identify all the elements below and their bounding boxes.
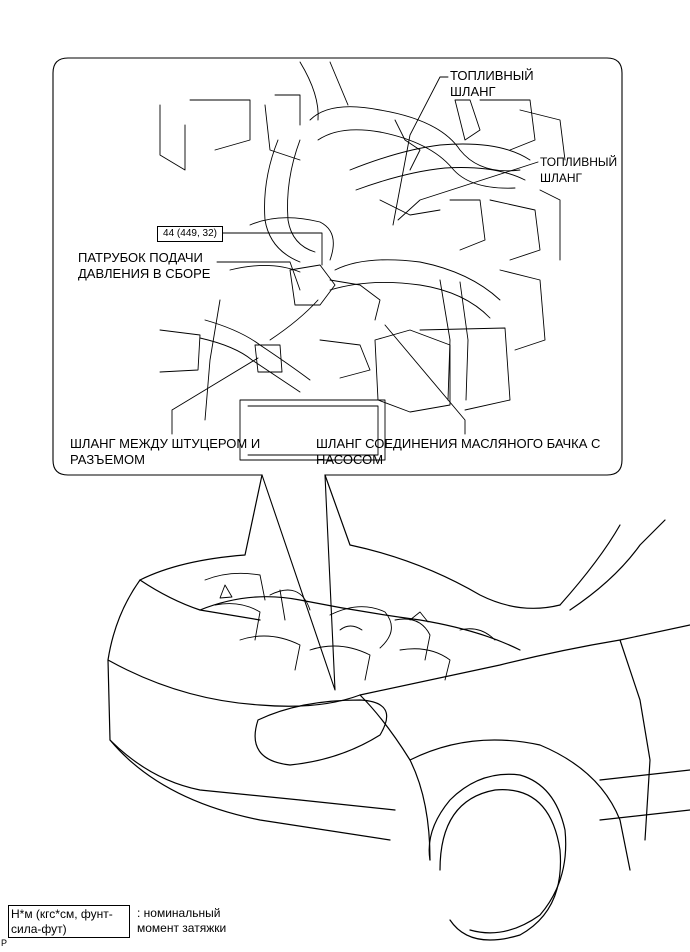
car-body — [107, 474, 690, 941]
detail-engine-parts — [159, 61, 566, 461]
label-pressure-pipe: ПАТРУБОК ПОДАЧИ ДАВЛЕНИЯ В СБОРЕ — [78, 250, 211, 281]
legend-unit-box: Н*м (кгс*см, фунт- сила-фут) — [8, 905, 130, 938]
legend-description: : номинальный момент затяжки — [137, 906, 227, 935]
label-fuel-hose-right: ТОПЛИВНЫЙ ШЛАНГ — [540, 155, 618, 185]
label-union-hose: ШЛАНГ МЕЖДУ ШТУЦЕРОМ И РАЗЪЕМОМ — [70, 436, 261, 467]
label-reservoir-hose: ШЛАНГ СОЕДИНЕНИЯ МАСЛЯНОГО БАЧКА С НАСОС… — [316, 436, 601, 467]
headlight — [254, 699, 388, 766]
front-tire — [439, 789, 562, 941]
callout-frame — [52, 57, 623, 691]
label-fuel-hose-top: ТОПЛИВНЫЙ ШЛАНГ — [450, 68, 534, 99]
engine-in-bay — [204, 572, 496, 681]
leader-lines — [171, 76, 539, 435]
torque-spec-box: 44 (449, 32) — [157, 226, 223, 242]
corner-mark: P — [1, 938, 8, 948]
